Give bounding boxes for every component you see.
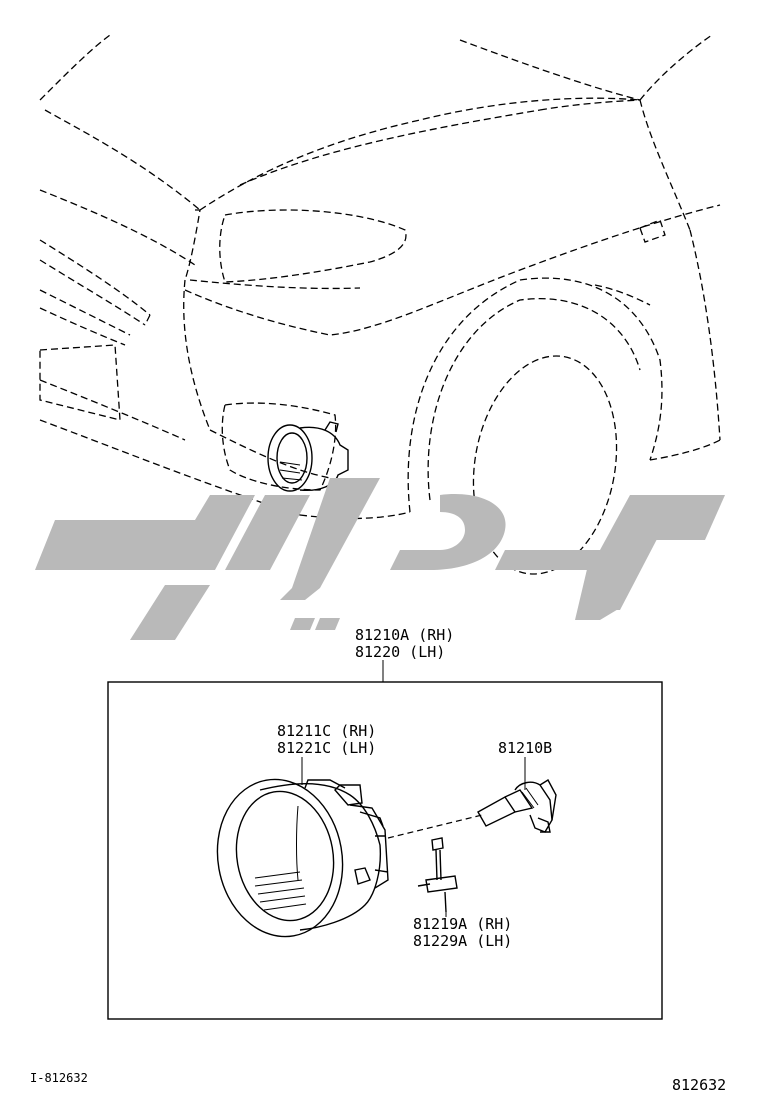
watermark-logo xyxy=(35,478,725,640)
car-front-outline-icon xyxy=(39,34,721,575)
fog-lamp-icon xyxy=(216,778,389,938)
label-bulb: 81210B xyxy=(498,739,552,757)
label-assembly-rh: 81210A (RH) xyxy=(355,626,454,644)
label-assembly-lh: 81220 (LH) xyxy=(355,643,445,661)
fog-lamp-on-car-icon xyxy=(267,421,349,492)
label-lens-rh: 81211C (RH) xyxy=(277,722,376,740)
detail-frame xyxy=(107,681,663,1020)
label-socket-lh: 81229A (LH) xyxy=(413,932,512,950)
bulb-socket-icon xyxy=(417,837,458,913)
illustration-id: I-812632 xyxy=(30,1071,88,1085)
label-lens-lh: 81221C (LH) xyxy=(277,739,376,757)
figure-number: 812632 xyxy=(672,1076,726,1094)
label-socket-rh: 81219A (RH) xyxy=(413,915,512,933)
halogen-bulb-icon xyxy=(477,772,557,833)
assembly-axis-line xyxy=(387,814,483,839)
